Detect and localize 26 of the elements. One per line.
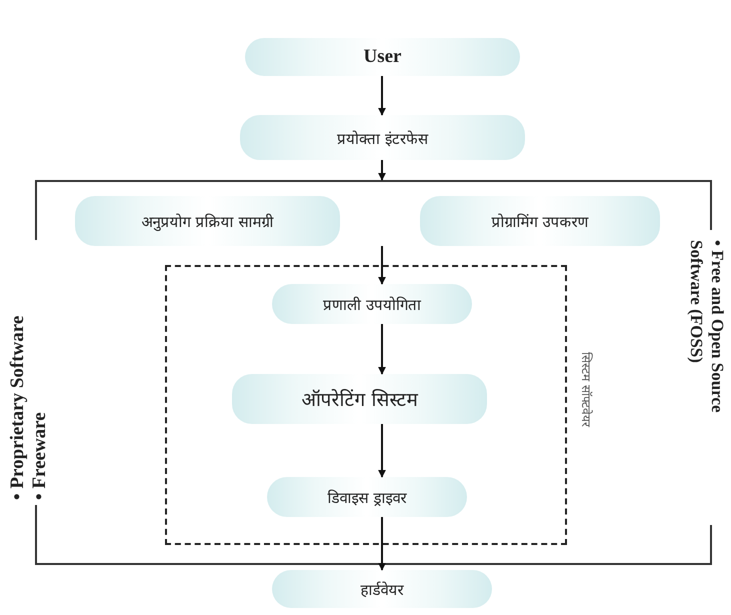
layer-label: प्रयोक्ता इंटरफेस — [337, 128, 428, 148]
arrow — [378, 324, 386, 375]
side-note: • Proprietary Software — [7, 316, 29, 500]
side-note: • Freeware — [29, 412, 51, 500]
group-heading: सिस्टम सॉफ्टवेयर — [578, 352, 593, 427]
layer-band — [267, 477, 467, 517]
arrow — [378, 517, 386, 571]
arrow — [378, 76, 386, 116]
arrow — [378, 424, 386, 478]
layer-label: ऑपरेटिंग सिस्टम — [301, 388, 418, 412]
layer-band — [420, 196, 660, 246]
layer-label: अनुप्रयोग प्रक्रिया सामग्री — [142, 212, 274, 231]
layer-label: User — [364, 46, 402, 68]
layer-band — [272, 570, 492, 608]
arrow — [378, 246, 386, 285]
layer-band — [272, 284, 472, 324]
layer-band — [75, 196, 340, 246]
layer-label: प्रणाली उपयोगिता — [323, 295, 421, 314]
layer-band — [232, 374, 487, 424]
layer-label: डिवाइस ड्राइवर — [328, 488, 406, 507]
arrow — [378, 160, 386, 181]
layer-label: प्रोग्रामिंग उपकरण — [492, 212, 588, 231]
side-note: • Free and Open Source Software (FOSS) — [686, 240, 728, 414]
layer-band — [245, 38, 520, 76]
layer-label: हार्डवेयर — [360, 580, 404, 599]
layer-band — [240, 115, 525, 160]
